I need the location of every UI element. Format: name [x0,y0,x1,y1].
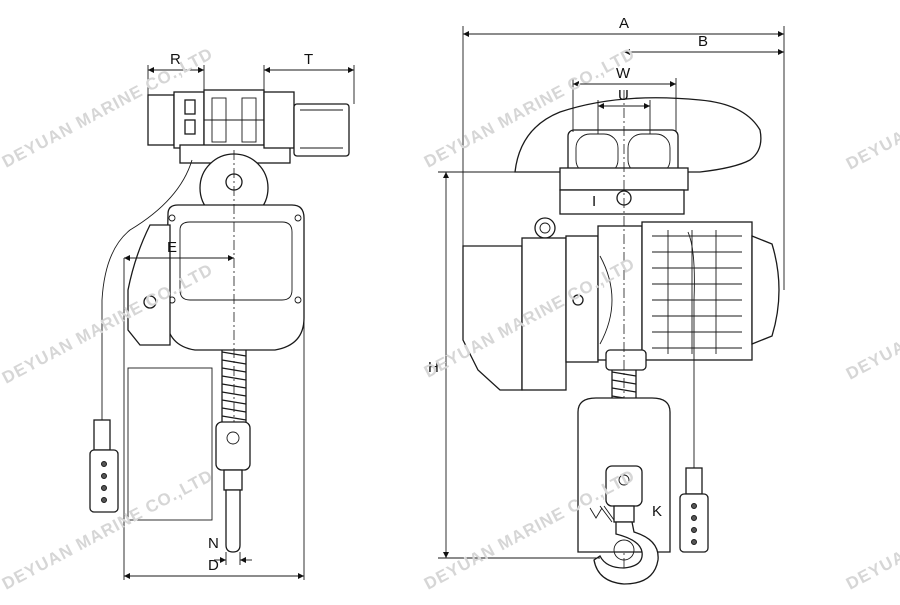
gearbox-housing [521,237,567,391]
label-e: E [167,239,177,256]
label-w: W [616,65,631,82]
gear-cap-2 [184,119,196,135]
cable-gland [143,295,157,309]
arrowheads [148,67,204,73]
pendant-button [101,461,107,467]
label-h: H [428,359,439,376]
bolt [294,296,302,304]
control-box [127,224,171,346]
right-front-view: A B W U I H K [428,15,785,585]
left-side-view: R T E N D [89,51,355,580]
pendant-control [89,449,119,513]
label-b: B [698,33,708,50]
label-n: N [208,535,219,552]
chain-spring [221,350,247,422]
pendant-button [691,527,697,533]
pendant-control-right [679,493,709,553]
trolley-motor-left [147,94,175,146]
pendant-button [101,485,107,491]
pendant-button [101,497,107,503]
label-u: U [618,87,629,104]
hook [593,521,659,585]
fan-cover [751,235,780,345]
hook-shank [223,469,243,491]
pendant-cable [101,159,193,420]
watermark: DEYUAN MARINE CO.,LTD [843,46,900,174]
hook-pin [226,431,240,445]
label-k: K [652,503,662,520]
housing-curve [599,255,613,345]
watermark: DEYUAN MARINE CO.,LTD [843,256,900,384]
bolt [168,214,176,222]
label-i: I [592,193,596,210]
pendant-cable-right [687,231,695,468]
hook-pin [618,474,630,486]
pendant-strain-relief [93,419,111,451]
pendant-button [691,515,697,521]
hook-side [225,489,241,553]
bolt [294,214,302,222]
hook-swivel [613,505,635,523]
trolley-gearbox-right [263,91,295,149]
chain-guide [605,349,647,371]
hook-block [215,421,251,471]
hook-throat [613,539,635,561]
lifting-eye-hole [539,222,551,234]
pendant-button [691,503,697,509]
hoist-motor [641,221,753,361]
gearbox-flange [565,235,599,363]
trolley-motor-right [293,103,350,157]
label-r: R [170,51,181,68]
oil-plug [572,294,584,306]
pendant-button [101,473,107,479]
label-t: T [304,51,313,68]
lifting-eye [534,217,556,239]
v-marker [589,507,603,519]
chain-container [127,367,213,521]
label-a: A [619,15,629,32]
label-d: D [208,557,219,574]
arrowheads [598,103,650,109]
hoist-body-panel [179,221,293,301]
pendant-button [691,539,697,545]
gear-cap [184,99,196,115]
pendant-strain-relief [685,467,703,495]
chain-sprocket-housing [597,225,643,361]
watermark: DEYUAN MARINE CO.,LTD [843,466,900,594]
motor-cooling-fins [652,230,742,354]
arrowheads [220,557,246,563]
